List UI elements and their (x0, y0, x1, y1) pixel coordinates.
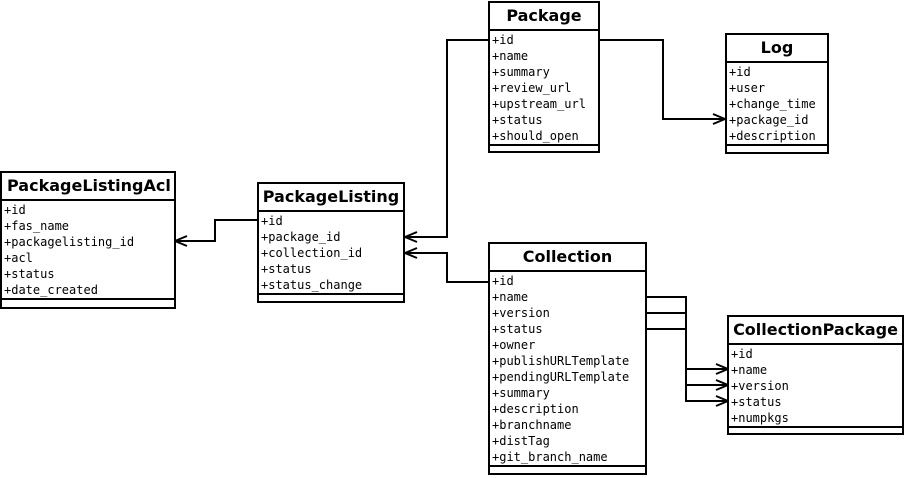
class-box-packagelisting: PackageListing +id +package_id +collecti… (257, 182, 405, 303)
attribute: +status (492, 113, 543, 127)
attribute: +id (4, 203, 26, 217)
class-title: Package (490, 3, 598, 31)
attribute: +review_url (492, 81, 572, 95)
class-title: CollectionPackage (729, 317, 902, 345)
attribute: +summary (492, 386, 550, 400)
attribute: +pendingURLTemplate (492, 370, 630, 384)
attribute: +package_id (261, 230, 341, 244)
attribute: +user (729, 81, 766, 95)
class-methods (259, 295, 403, 301)
attribute: +description (492, 402, 579, 416)
class-title: PackageListingAcl (2, 173, 174, 201)
relation-package-log (599, 39, 725, 119)
class-methods (2, 300, 174, 306)
attribute: +name (492, 290, 529, 304)
attribute: +packagelisting_id (4, 235, 135, 249)
relation-package-packagelisting (405, 39, 489, 237)
attribute: +change_time (729, 97, 816, 111)
relation-collection-collectionpackage-status (646, 328, 728, 401)
attribute: +status (731, 395, 782, 409)
attribute: +status (261, 262, 312, 276)
attribute: +id (729, 65, 751, 79)
attribute: +summary (492, 65, 550, 79)
attribute: +branchname (492, 418, 572, 432)
attribute: +id (492, 33, 514, 47)
class-methods (490, 467, 645, 473)
attribute: +should_open (492, 129, 579, 143)
attribute: +name (492, 49, 529, 63)
relation-collection-packagelisting (405, 253, 489, 283)
class-attributes: +id +user +change_time +package_id +desc… (727, 63, 827, 146)
class-title: Collection (490, 244, 645, 272)
class-attributes: +id +name +version +status +numpkgs (729, 345, 902, 428)
relation-packagelisting-packagelistingacl (175, 219, 258, 241)
class-attributes: +id +fas_name +packagelisting_id +acl +s… (2, 201, 174, 300)
class-methods (727, 146, 827, 152)
class-methods (729, 428, 902, 434)
class-box-collectionpackage: CollectionPackage +id +name +version +st… (727, 315, 904, 435)
attribute: +publishURLTemplate (492, 354, 630, 368)
class-attributes: +id +package_id +collection_id +status +… (259, 212, 403, 295)
attribute: +owner (492, 338, 536, 352)
attribute: +package_id (729, 113, 809, 127)
class-box-collection: Collection +id +name +version +status +o… (488, 242, 647, 475)
attribute: +status (492, 322, 543, 336)
attribute: +name (731, 363, 768, 377)
attribute: +id (261, 214, 283, 228)
class-methods (490, 146, 598, 152)
attribute: +acl (4, 251, 33, 265)
attribute: +date_created (4, 283, 98, 297)
attribute: +distTag (492, 434, 550, 448)
attribute: +id (731, 347, 753, 361)
attribute: +version (731, 379, 789, 393)
attribute: +numpkgs (731, 411, 789, 425)
class-title: Log (727, 35, 827, 63)
class-title: PackageListing (259, 184, 403, 212)
attribute: +version (492, 306, 550, 320)
attribute: +status_change (261, 278, 363, 292)
attribute: +fas_name (4, 219, 70, 233)
class-box-package: Package +id +name +summary +review_url +… (488, 1, 600, 153)
class-attributes: +id +name +version +status +owner +publi… (490, 272, 645, 467)
attribute: +collection_id (261, 246, 363, 260)
attribute: +status (4, 267, 55, 281)
attribute: +id (492, 274, 514, 288)
attribute: +git_branch_name (492, 450, 608, 464)
attribute: +description (729, 129, 816, 143)
class-box-log: Log +id +user +change_time +package_id +… (725, 33, 829, 154)
class-box-packagelistingacl: PackageListingAcl +id +fas_name +package… (0, 171, 176, 309)
class-attributes: +id +name +summary +review_url +upstream… (490, 31, 598, 146)
attribute: +upstream_url (492, 97, 586, 111)
